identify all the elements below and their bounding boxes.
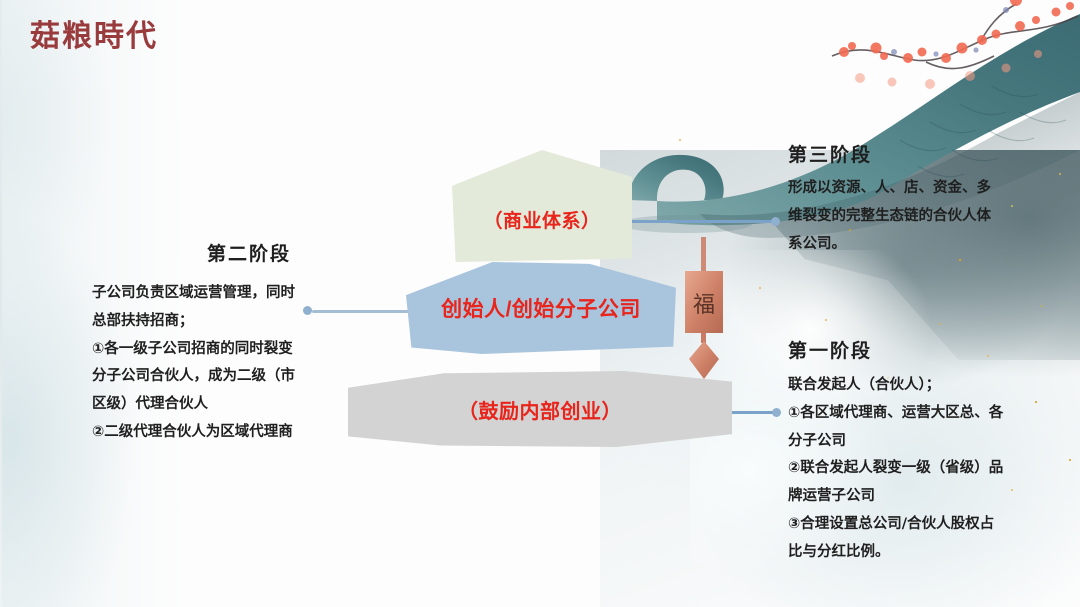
stage-two-heading: 第二阶段	[207, 243, 292, 265]
fortune-hanging-ornament-icon: 福	[685, 237, 723, 379]
stage-three-body: 形成以资源、人、店、资金、多维裂变的完整生态链的合伙人体系公司。	[788, 180, 991, 252]
stage-one-heading: 第一阶段	[788, 340, 873, 362]
connector-dot-stage-three	[771, 217, 780, 226]
brand-logo[interactable]: 菇粮時代	[30, 22, 158, 52]
shape-founder-company[interactable]: 创始人/创始分子公司	[406, 262, 676, 354]
connector-dot-stage-two	[303, 306, 312, 315]
stage-one-body: 联合发起人（合伙人）； ①各区域代理商、运营大区总、各分子公司 ②联合发起人裂变…	[788, 377, 1004, 560]
brand-logo-text: 菇粮時代	[30, 19, 158, 54]
connector-dot-stage-one	[772, 408, 781, 417]
connector-line-stage-one	[726, 411, 776, 414]
shape-internal-entrepreneurship-label: （鼓励内部创业）	[458, 400, 622, 423]
slide-left-edge	[0, 0, 2, 607]
ornament-character: 福	[693, 293, 715, 318]
plum-blossom-branch-icon	[831, 0, 1079, 89]
shape-business-system[interactable]: （商业体系）	[452, 150, 632, 262]
shape-business-system-label: （商业体系）	[483, 210, 601, 232]
shape-internal-entrepreneurship[interactable]: （鼓励内部创业）	[348, 371, 732, 447]
connector-line-stage-three	[623, 220, 775, 223]
connector-line-stage-two	[312, 310, 412, 313]
stage-three-heading: 第三阶段	[788, 144, 873, 166]
stage-two-body: 子公司负责区域运营管理，同时总部扶持招商； ①各一级子公司招商的同时裂变分子公司…	[92, 285, 295, 441]
shape-founder-company-label: 创始人/创始分子公司	[441, 298, 641, 321]
